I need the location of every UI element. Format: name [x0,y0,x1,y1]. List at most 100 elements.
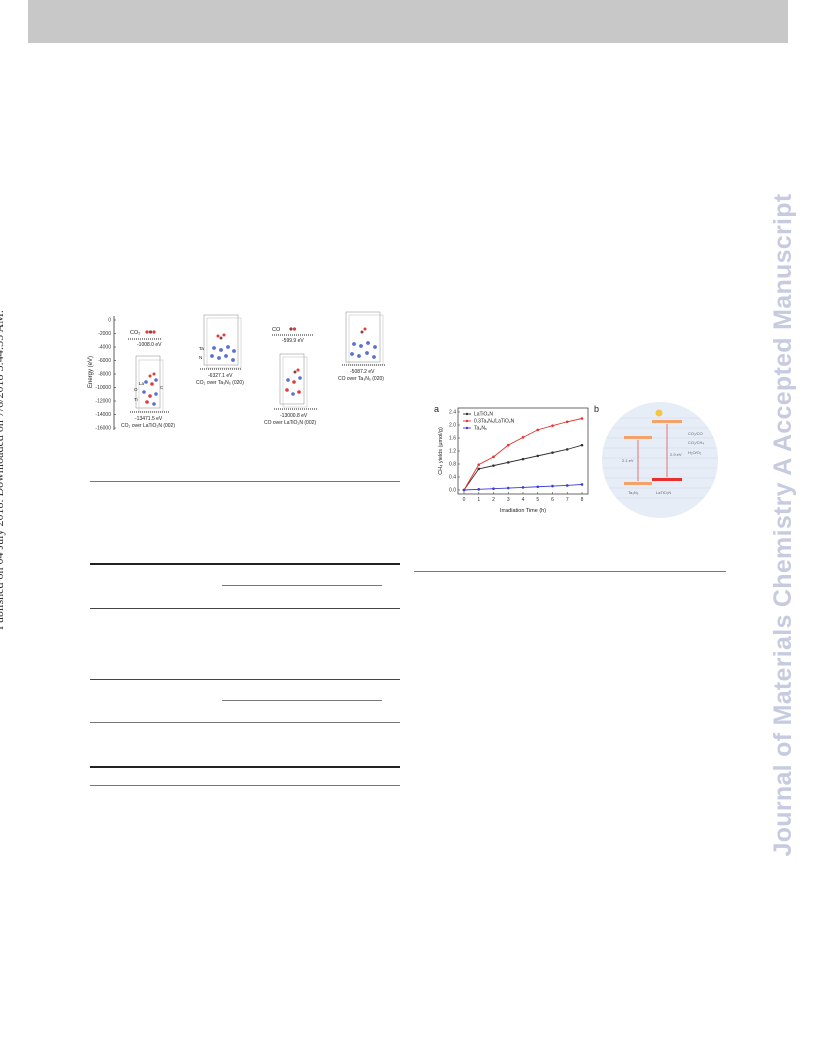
panel-b-label: b [594,404,599,414]
data-point [536,428,540,432]
y-tick-label: 1.6 [449,436,456,442]
x-tick-label: 3 [507,497,510,503]
energy-ytick-label: -16000 [95,426,111,432]
scheme-label: 2.1 eV [622,458,634,463]
table-header-rule [90,608,400,609]
energy-yticks: 0-2000-4000-6000-8000-10000-12000-14000-… [95,318,116,432]
table-sub-rule [222,585,382,586]
data-point [492,464,495,467]
table-sub-rule [222,700,382,701]
energy-co: -599.9 eV [282,338,304,344]
data-point [551,484,554,488]
svg-text:La: La [139,381,145,386]
data-point [565,448,569,451]
energy-ytick-label: -14000 [95,412,111,418]
c-atom [148,330,153,334]
data-point [506,486,510,490]
rule [90,481,400,482]
energy-co2-latio2n: -13471.5 eV [135,416,163,422]
svg-text:N: N [199,355,202,360]
energy-ytick-label: -6000 [98,358,111,364]
scheme-label: H₂O/O₂ [688,450,702,455]
x-tick-label: 4 [522,497,525,503]
energy-ytick-label: -12000 [95,399,111,405]
accepted-manuscript-watermark: Journal of Materials Chemistry A Accepte… [769,193,797,857]
o-atom [152,330,156,334]
y-tick-label: 0.4 [449,475,456,481]
header-bar [28,0,788,43]
molecule-co2-label: CO₂ [130,330,140,336]
scheme-label: CO₂/CO [688,431,703,436]
chart-xlabel: Irradiation Time (h) [500,508,546,514]
data-point [462,488,466,492]
x-tick-label: 0 [463,497,466,503]
molecule-co-label: CO [272,327,281,333]
legend-label: Ta₃N₅ [474,426,487,432]
y-tick-label: 1.2 [449,449,456,455]
y-tick-label: 2.4 [449,410,456,416]
structure-co2-latio2n: La O Ti C [134,355,164,413]
panel-a-label: a [434,404,439,414]
data-point [551,424,554,427]
svg-text:O: O [134,387,138,392]
svg-text:Ta: Ta [199,346,204,351]
energy-ylabel: Energy (eV) [88,356,94,388]
data-point [492,455,495,459]
structure-co-latio2n [279,353,308,408]
rule [90,785,400,786]
caption-co-latio2n: CO over LaTiO₂N (002) [264,420,316,426]
scheme-label: CO₂/CH₄ [688,440,704,445]
energy-co-ta3n5: -5087.2 eV [350,369,375,375]
x-tick-label: 1 [477,497,480,503]
y-tick-label: 0.0 [449,488,456,494]
table-mid-rule [90,679,400,680]
x-tick-label: 7 [566,497,569,503]
table-bottom-rule [90,766,400,768]
data-point [506,461,510,464]
x-tick-label: 8 [581,497,584,503]
energy-ytick-label: -8000 [98,372,111,378]
svg-text:Ti: Ti [134,397,138,402]
data-point [580,483,584,486]
energy-ytick-label: -2000 [98,331,111,337]
scheme-label: Ta₃N₅ [628,490,639,495]
energy-co2-ta3n5: -6327.1 eV [208,373,233,379]
legend-label: 0.3Ta₃N₅/LaTiO₂N [474,419,515,425]
o-atom [145,330,149,334]
data-point [536,485,540,489]
data-point [477,467,481,471]
y-tick-label: 0.8 [449,462,456,468]
data-point [477,463,481,466]
data-point [565,420,569,424]
caption-co2-ta3n5: CO₂ over Ta₃N₅ (020) [196,380,244,386]
y-tick-label: 2.0 [449,423,456,429]
data-point [521,457,525,461]
data-point [506,443,510,447]
data-point [580,417,584,420]
energy-ytick-label: -4000 [98,345,111,351]
x-tick-label: 2 [492,497,495,503]
energy-figure: Energy (eV) 0-2000-4000-6000-8000-10000-… [84,310,396,434]
chart-ylabel: CH₄ yields (μmol/g) [438,427,444,475]
x-tick-label: 6 [551,497,554,503]
publication-note: Published on 04 July 2018. Downloaded on… [0,310,6,630]
o-atom [292,327,297,331]
c-atom [289,327,293,331]
energy-co-latio2n: -13000.8 eV [280,413,308,419]
svg-text:C: C [160,385,164,390]
scheme-label: LaTiO₂N [656,490,671,495]
legend-marker [465,419,469,423]
legend-marker [465,426,469,430]
data-point [492,487,495,490]
chart-series [462,417,584,492]
table-mid-rule [90,722,400,723]
energy-ytick-label: 0 [108,318,111,324]
data-point [477,488,481,491]
data-point [521,486,525,489]
structure-co2-ta3n5: Ta N [199,314,242,369]
band-scheme: CO₂/CO CO₂/CH₄ H₂O/O₂ 2.1 eV 2.9 eV Ta₃N… [602,402,718,518]
data-point [521,436,525,439]
